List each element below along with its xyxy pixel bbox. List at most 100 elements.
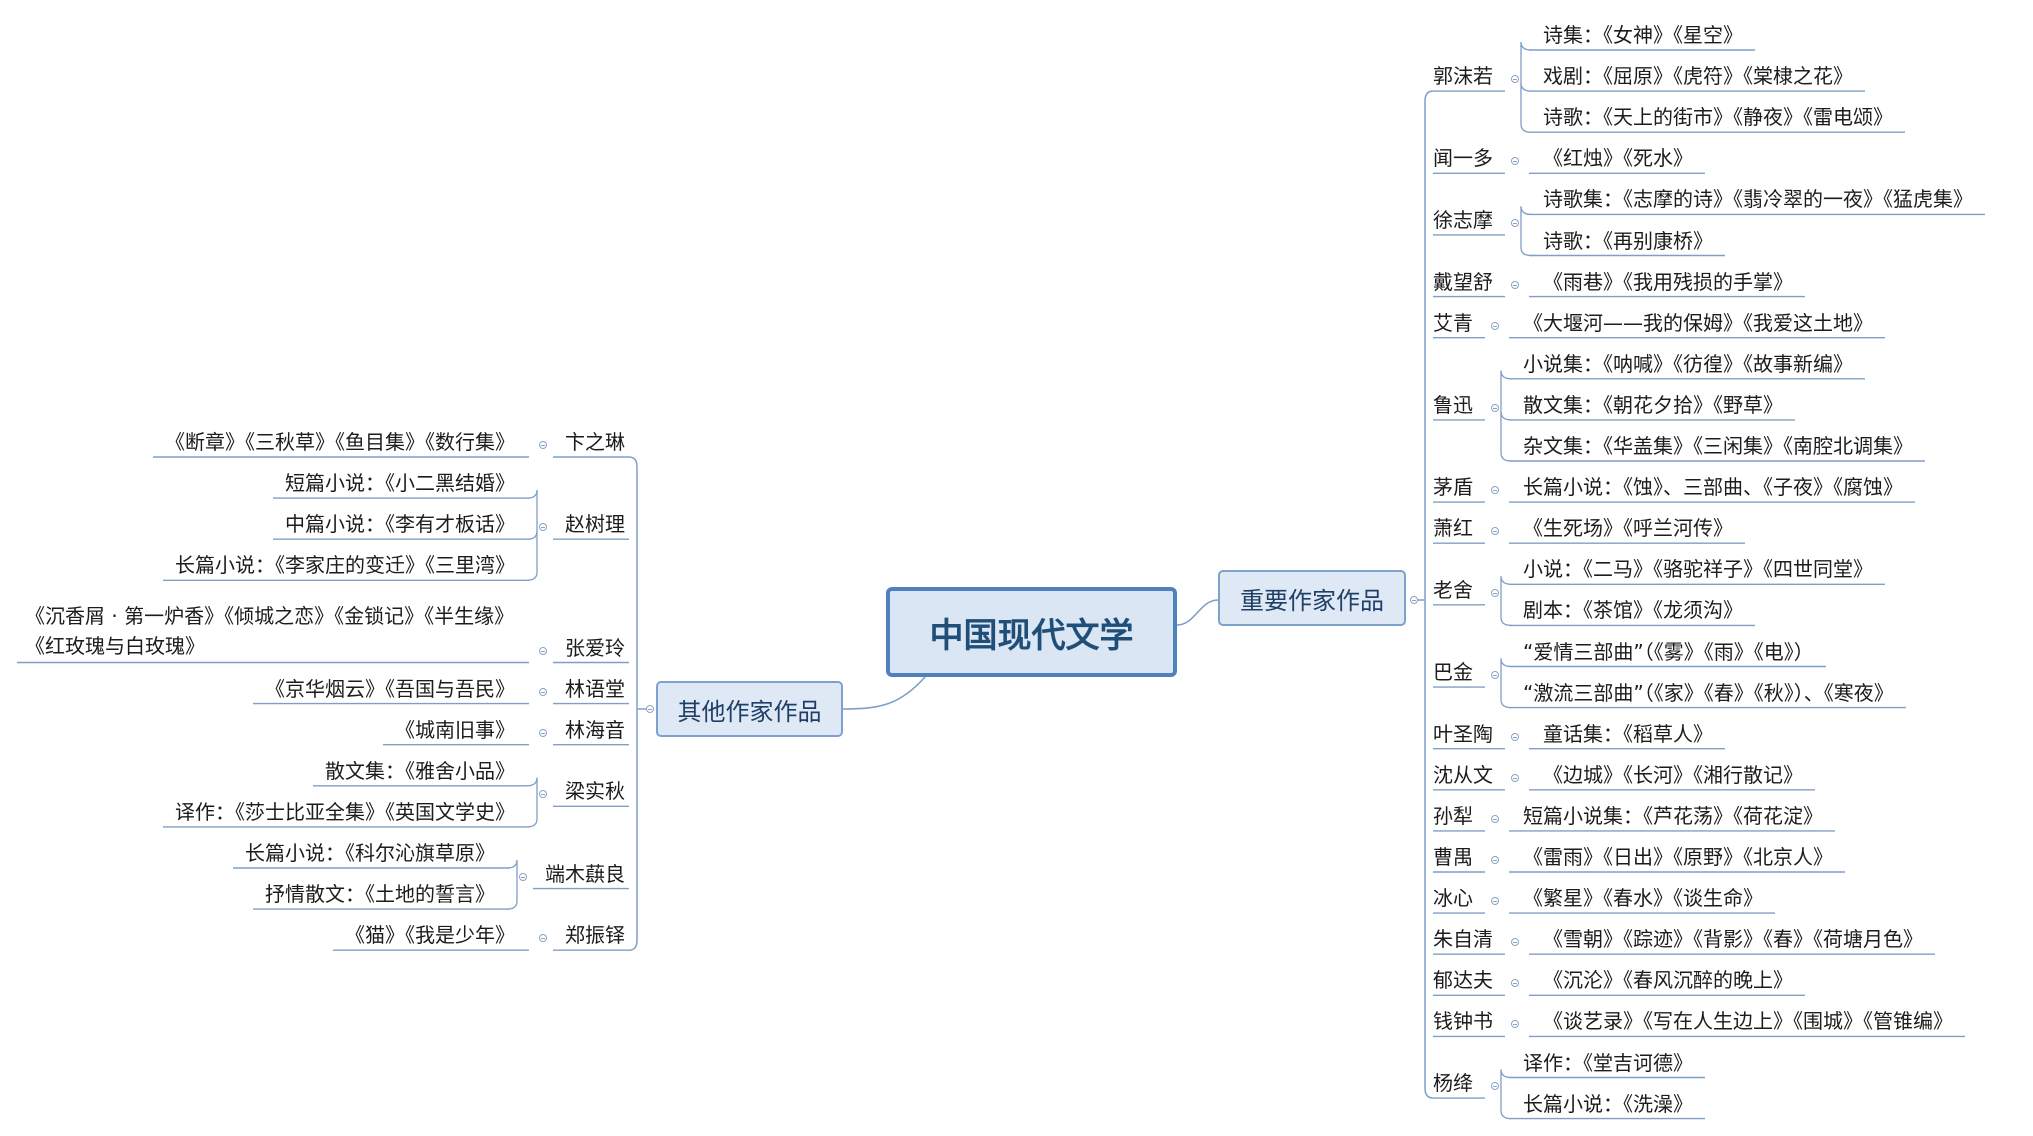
root-topic[interactable]: 中国现代文学: [886, 587, 1177, 677]
author-沈从文[interactable]: 沈从文: [1433, 762, 1493, 787]
author-卞之琳[interactable]: 卞之琳: [565, 430, 625, 454]
collapse-toggle-icon[interactable]: [539, 441, 547, 449]
author-鲁迅[interactable]: 鲁迅: [1433, 392, 1473, 417]
work-item[interactable]: 中篇小说：《李有才板话》: [285, 512, 515, 537]
connector-line: [526, 777, 538, 787]
collapse-toggle-icon[interactable]: [1491, 1082, 1499, 1091]
collapse-toggle-icon[interactable]: [1511, 732, 1519, 741]
collapse-toggle-icon[interactable]: [539, 934, 547, 943]
work-item[interactable]: 《京华烟云》《吾国与吾民》: [265, 676, 515, 701]
collapse-toggle-icon[interactable]: [539, 646, 547, 655]
collapse-toggle-icon[interactable]: [519, 872, 527, 881]
author-艾青[interactable]: 艾青: [1433, 310, 1473, 335]
work-item[interactable]: 译作：《莎士比亚全集》《英国文学史》: [175, 799, 515, 824]
author-萧红[interactable]: 萧红: [1433, 516, 1473, 541]
collapse-toggle-icon[interactable]: [1511, 1020, 1519, 1029]
collapse-toggle-icon[interactable]: [1511, 75, 1519, 84]
collapse-toggle-icon[interactable]: [1491, 671, 1499, 680]
work-item[interactable]: 长篇小说：《洗澡》: [1523, 1091, 1693, 1116]
work-item[interactable]: 诗歌集：《志摩的诗》《翡冷翠的一夜》《猛虎集》: [1543, 187, 1973, 212]
work-item[interactable]: 诗集：《女神》《星空》: [1543, 23, 1743, 47]
author-曹禺[interactable]: 曹禺: [1433, 845, 1473, 869]
collapse-toggle-icon[interactable]: [1491, 897, 1499, 906]
author-钱钟书[interactable]: 钱钟书: [1433, 1009, 1493, 1034]
work-item[interactable]: 长篇小说：《科尔沁旗草原》: [245, 841, 495, 865]
author-冰心[interactable]: 冰心: [1433, 886, 1473, 911]
collapse-toggle-icon[interactable]: [1511, 157, 1519, 166]
branch-other-authors[interactable]: 其他作家作品: [656, 681, 843, 737]
author-杨绛[interactable]: 杨绛: [1433, 1071, 1473, 1096]
connector-line: [1176, 599, 1219, 626]
work-item[interactable]: 《雨巷》《我用残损的手掌》: [1543, 269, 1793, 294]
work-item[interactable]: 《生死场》《呼兰河传》: [1523, 516, 1733, 541]
author-郁达夫[interactable]: 郁达夫: [1433, 968, 1493, 993]
author-孙犁[interactable]: 孙犁: [1433, 803, 1473, 828]
collapse-toggle-icon[interactable]: [1491, 814, 1499, 823]
work-item[interactable]: 《沉沦》《春风沉醉的晚上》: [1543, 968, 1793, 993]
work-item[interactable]: 《沉香屑 · 第一炉香》《倾城之恋》《金锁记》《半生缘》《红玫瑰与白玫瑰》: [25, 603, 515, 658]
collapse-toggle-icon[interactable]: [1491, 588, 1499, 597]
work-item[interactable]: 译作：《堂吉诃德》: [1523, 1050, 1693, 1075]
work-item[interactable]: 《雪朝》《踪迹》《背影》《春》《荷塘月色》: [1543, 927, 1923, 952]
work-item[interactable]: 散文集：《朝花夕拾》《野草》: [1523, 392, 1783, 417]
work-item[interactable]: 剧本：《茶馆》《龙须沟》: [1523, 598, 1743, 623]
collapse-toggle-icon[interactable]: [539, 523, 547, 532]
collapse-toggle-icon[interactable]: [646, 705, 654, 713]
work-item[interactable]: 抒情散文：《土地的誓言》: [265, 882, 495, 907]
work-item[interactable]: 长篇小说：《蚀》、三部曲、《子夜》《腐蚀》: [1523, 475, 1903, 500]
work-item[interactable]: “激流三部曲”（《家》《春》《秋》）、《寒夜》: [1523, 680, 1894, 705]
work-item[interactable]: 《断章》《三秋草》《鱼目集》《数行集》: [165, 430, 515, 454]
work-item[interactable]: 《大堰河——我的保姆》《我爱这土地》: [1523, 310, 1873, 335]
author-茅盾[interactable]: 茅盾: [1433, 475, 1473, 500]
collapse-toggle-icon[interactable]: [1491, 527, 1499, 536]
author-林海音[interactable]: 林海音: [565, 717, 625, 742]
work-item[interactable]: 长篇小说：《李家庄的变迁》《三里湾》: [175, 553, 515, 578]
work-item[interactable]: 《红烛》《死水》: [1543, 146, 1693, 171]
work-item[interactable]: 《猫》《我是少年》: [345, 923, 515, 948]
work-item[interactable]: 诗歌：《再别康桥》: [1543, 228, 1713, 253]
collapse-toggle-icon[interactable]: [539, 728, 547, 737]
work-item[interactable]: 小说：《二马》《骆驼祥子》《四世同堂》: [1523, 557, 1873, 582]
author-端木蕻良[interactable]: 端木蕻良: [545, 861, 625, 886]
work-item[interactable]: 童话集：《稻草人》: [1543, 721, 1713, 746]
work-item[interactable]: 杂文集：《华盖集》《三闲集》《南腔北调集》: [1523, 434, 1913, 458]
work-item[interactable]: 短篇小说：《小二黑结婚》: [285, 471, 515, 496]
author-闻一多[interactable]: 闻一多: [1433, 146, 1493, 171]
collapse-toggle-icon[interactable]: [539, 790, 547, 799]
work-item[interactable]: 诗歌：《天上的街市》《静夜》《雷电颂》: [1543, 105, 1893, 130]
work-item[interactable]: 戏剧：《屈原》《虎符》《棠棣之花》: [1543, 64, 1853, 89]
work-item[interactable]: 《繁星》《春水》《谈生命》: [1523, 886, 1763, 911]
author-赵树理[interactable]: 赵树理: [565, 512, 625, 537]
author-梁实秋[interactable]: 梁实秋: [565, 779, 625, 804]
collapse-toggle-icon[interactable]: [1410, 596, 1418, 604]
collapse-toggle-icon[interactable]: [1511, 773, 1519, 782]
author-郑振铎[interactable]: 郑振铎: [565, 923, 625, 948]
author-叶圣陶[interactable]: 叶圣陶: [1433, 721, 1493, 746]
author-郭沫若[interactable]: 郭沫若: [1433, 64, 1493, 89]
collapse-toggle-icon[interactable]: [1491, 856, 1499, 864]
author-林语堂[interactable]: 林语堂: [565, 676, 625, 701]
author-朱自清[interactable]: 朱自清: [1433, 927, 1493, 952]
work-item[interactable]: 散文集：《雅舍小品》: [325, 758, 515, 783]
work-item[interactable]: 短篇小说集：《芦花荡》《荷花淀》: [1523, 803, 1823, 828]
work-item[interactable]: 小说集：《呐喊》《彷徨》《故事新编》: [1523, 351, 1853, 376]
collapse-toggle-icon[interactable]: [1511, 979, 1519, 988]
work-item[interactable]: 《谈艺录》《写在人生边上》《围城》《管锥编》: [1543, 1009, 1953, 1034]
collapse-toggle-icon[interactable]: [1511, 218, 1519, 227]
collapse-toggle-icon[interactable]: [1511, 938, 1519, 947]
author-巴金[interactable]: 巴金: [1433, 660, 1473, 685]
collapse-toggle-icon[interactable]: [1491, 403, 1499, 412]
author-徐志摩[interactable]: 徐志摩: [1433, 207, 1493, 232]
collapse-toggle-icon[interactable]: [1491, 486, 1499, 495]
author-老舍[interactable]: 老舍: [1433, 577, 1473, 602]
collapse-toggle-icon[interactable]: [539, 687, 547, 696]
work-item[interactable]: 《城南旧事》: [395, 717, 515, 742]
collapse-toggle-icon[interactable]: [1491, 321, 1499, 330]
work-item[interactable]: “爱情三部曲”（《雾》《雨》《电》）: [1523, 639, 1814, 664]
branch-important-authors[interactable]: 重要作家作品: [1218, 570, 1406, 626]
work-item[interactable]: 《边城》《长河》《湘行散记》: [1543, 762, 1803, 787]
author-戴望舒[interactable]: 戴望舒: [1433, 269, 1493, 294]
author-张爱玲[interactable]: 张爱玲: [565, 635, 625, 660]
work-item[interactable]: 《雷雨》《日出》《原野》《北京人》: [1523, 845, 1833, 869]
collapse-toggle-icon[interactable]: [1511, 280, 1519, 289]
